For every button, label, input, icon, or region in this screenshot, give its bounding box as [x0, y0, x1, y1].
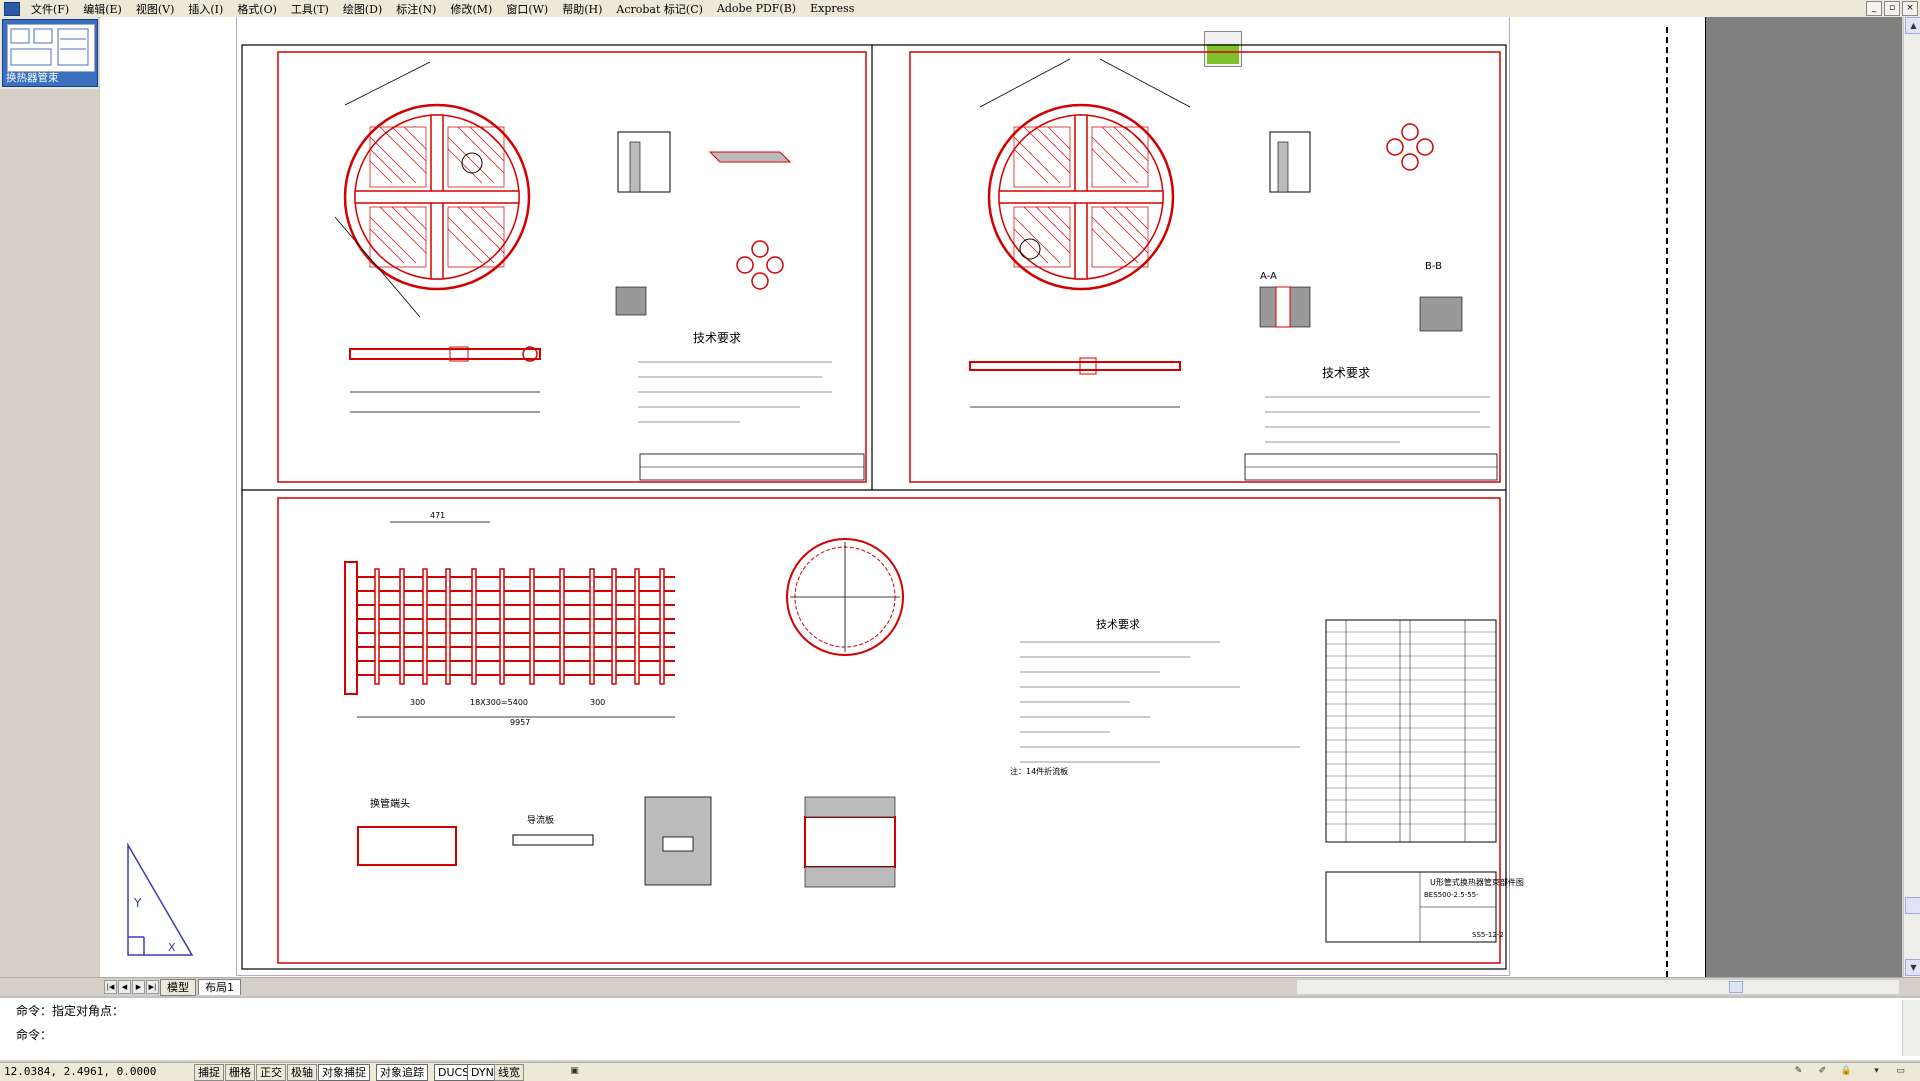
menu-express[interactable]: Express — [810, 2, 855, 15]
svg-text:X: X — [168, 941, 176, 954]
ortho-toggle[interactable]: 正交 — [256, 1064, 286, 1081]
grid-toggle[interactable]: 栅格 — [225, 1064, 255, 1081]
pen-icon[interactable]: ✐ — [1818, 1066, 1827, 1076]
restore-button[interactable]: ▫ — [1884, 1, 1900, 16]
title-block-drawing-no: SS5-12-2 — [1472, 931, 1504, 939]
scroll-up-icon[interactable]: ▲ — [1905, 17, 1920, 34]
tab-model[interactable]: 模型 — [160, 979, 196, 996]
dim-471: 471 — [430, 511, 445, 520]
dim-5400: 18X300=5400 — [470, 698, 528, 707]
dim-300b: 300 — [590, 698, 605, 707]
autocad-app-icon[interactable] — [4, 1, 20, 16]
tab-next-icon[interactable]: ▶ — [132, 980, 145, 994]
drawing-canvas[interactable]: 技术要求 — [100, 17, 1902, 977]
tab-last-icon[interactable]: ▶| — [146, 980, 159, 994]
layout-paper-sheet — [236, 17, 1510, 976]
panel-top-left: 技术要求 — [277, 51, 867, 483]
horizontal-scrollbar[interactable] — [1296, 979, 1900, 995]
tech-req-heading-tl: 技术要求 — [693, 331, 741, 345]
fixed-plate-label: 导流板 — [527, 814, 554, 826]
command-history-line: 命令：指定对角点： — [16, 1004, 125, 1018]
tab-first-icon[interactable]: |◀ — [104, 980, 117, 994]
tech-req-heading-bottom: 技术要求 — [1096, 618, 1140, 631]
title-block-model: BES500-2.5-55- — [1424, 891, 1479, 899]
cad-drawing: 技术要求 — [127, 44, 1524, 970]
panel-bottom: 471 9957 300 300 18X300=5400 换管端头 导流板 技术… — [277, 497, 1524, 964]
outside-paper-area — [1706, 17, 1902, 977]
status-bar: 12.0384, 2.4961, 0.0000 捕捉 栅格 正交 极轴 对象捕捉… — [0, 1062, 1920, 1081]
svg-text:Y: Y — [133, 896, 142, 910]
horizontal-scroll-thumb[interactable] — [1729, 981, 1743, 993]
drawing-thumbnail[interactable]: 换热器管束 — [2, 19, 98, 87]
command-window: 命令：指定对角点： 命令： — [0, 996, 1920, 1060]
dim-300a: 300 — [410, 698, 425, 707]
menu-file[interactable]: 文件(F) — [31, 2, 70, 16]
menu-window[interactable]: 窗口(W) — [506, 2, 549, 16]
osnap-toggle[interactable]: 对象捕捉 — [318, 1064, 370, 1081]
vertical-scrollbar[interactable]: ▲ ▼ — [1903, 17, 1920, 977]
viewport-preview-fill — [1207, 44, 1239, 64]
thumbnail-preview-graphic — [10, 28, 89, 66]
menu-view[interactable]: 视图(V) — [135, 2, 175, 16]
thumbnail-preview — [7, 24, 95, 72]
menu-insert[interactable]: 插入(I) — [188, 2, 224, 16]
menu-draw[interactable]: 绘图(D) — [342, 2, 383, 16]
scroll-thumb[interactable] — [1905, 897, 1920, 914]
command-prompt[interactable]: 命令： — [16, 1028, 53, 1042]
tubesheet — [344, 561, 358, 695]
menu-format[interactable]: 格式(O) — [237, 2, 277, 16]
section-aa-label: A-A — [1260, 271, 1277, 282]
menu-acrobat-markup[interactable]: Acrobat 标记(C) — [616, 2, 703, 16]
dim-9957: 9957 — [510, 718, 530, 727]
menu-adobe-pdf[interactable]: Adobe PDF(B) — [716, 2, 797, 15]
window-controls: _ ▫ × — [1866, 1, 1918, 16]
menu-help[interactable]: 帮助(H) — [562, 2, 603, 16]
minimize-button[interactable]: _ — [1866, 1, 1882, 16]
otrack-toggle[interactable]: 对象追踪 — [376, 1064, 428, 1081]
tech-req-heading-tr: 技术要求 — [1322, 366, 1370, 380]
viewport-preview-marker[interactable] — [1204, 31, 1242, 67]
annotation-icon[interactable]: ✎ — [1794, 1066, 1803, 1076]
layout-tabs-bar: |◀ ◀ ▶ ▶| 模型 布局1 — [0, 977, 1920, 996]
clean-screen-icon[interactable]: ▭ — [1896, 1066, 1905, 1076]
cursor-coordinates[interactable]: 12.0384, 2.4961, 0.0000 — [4, 1065, 157, 1078]
pipe-end-label: 换管端头 — [370, 797, 410, 810]
drawing-thumbnail-panel: 换热器管束 — [0, 17, 98, 89]
thumbnail-label: 换热器管束 — [6, 72, 59, 84]
panel-top-right: A-A B-B 技术要求 — [909, 51, 1501, 483]
ducs-toggle[interactable]: DUCS — [434, 1064, 474, 1081]
command-scrollbar[interactable] — [1902, 1000, 1920, 1056]
polar-toggle[interactable]: 极轴 — [287, 1064, 317, 1081]
lock-icon[interactable]: 🔒 — [1840, 1066, 1853, 1076]
lineweight-toggle[interactable]: 线宽 — [494, 1064, 524, 1081]
tab-layout1[interactable]: 布局1 — [198, 979, 241, 995]
menu-dimension[interactable]: 标注(N) — [396, 2, 437, 16]
menu-bar: 文件(F) 编辑(E) 视图(V) 插入(I) 格式(O) 工具(T) 绘图(D… — [0, 0, 1920, 18]
snap-toggle[interactable]: 捕捉 — [194, 1064, 224, 1081]
toolbar-lock-icon[interactable]: ▾ — [1874, 1066, 1879, 1076]
close-button[interactable]: × — [1902, 1, 1918, 16]
tab-prev-icon[interactable]: ◀ — [118, 980, 131, 994]
section-bb-label: B-B — [1425, 261, 1442, 272]
bottom-note: 注：14件折流板 — [1010, 766, 1068, 776]
menu-tools[interactable]: 工具(T) — [290, 2, 329, 16]
menu-modify[interactable]: 修改(M) — [450, 2, 493, 16]
menu-edit[interactable]: 编辑(E) — [83, 2, 122, 16]
print-boundary-dashed-line — [1666, 27, 1668, 977]
outer-frame — [241, 44, 1507, 970]
parts-list-table — [1325, 619, 1497, 943]
title-block-title: U形管式换热器管束部件图 — [1430, 877, 1524, 887]
ucs-icon: Y X — [127, 842, 194, 956]
scroll-down-icon[interactable]: ▼ — [1905, 959, 1920, 976]
paper-space-icon[interactable]: ▣ — [570, 1066, 579, 1076]
dyn-toggle[interactable]: DYN — [467, 1064, 498, 1081]
